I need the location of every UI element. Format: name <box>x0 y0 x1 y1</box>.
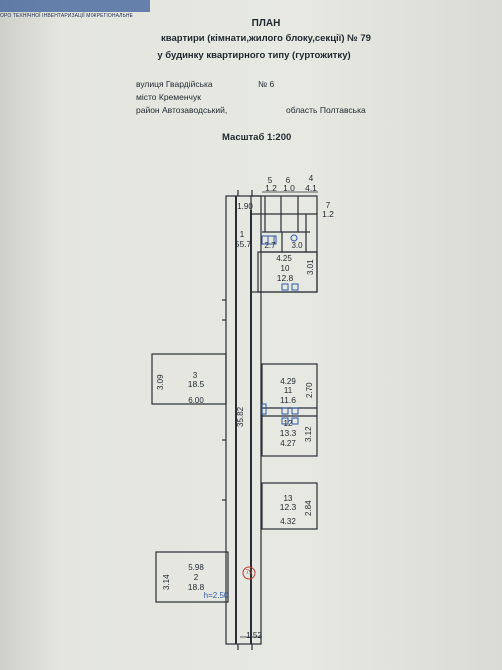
title-apartment: квартири (кімнати,жилого блоку,секції) №… <box>161 33 371 44</box>
corridor-bottom-width: 1.52 <box>246 631 262 640</box>
room-5-area: 1.2 <box>265 183 277 193</box>
room-10-outline <box>257 251 318 293</box>
room-3-width: 6.00 <box>188 396 204 405</box>
room-8-area: 2.7 <box>264 241 276 250</box>
room-10-height: 3.01 <box>306 259 315 275</box>
room-10-number: 10 <box>280 264 290 273</box>
room-7-area: 1.2 <box>322 209 334 219</box>
room-13-outline <box>261 482 318 530</box>
title-building-type: у будинку квартирного типу (гуртожитку) <box>157 50 351 61</box>
room-2-area: 18.8 <box>187 582 205 592</box>
bureau-header: ОРО ТЕХНІЧНОЇ ІНВЕНТАРИЗАЦІЇ МІЖРЕГІОНАЛ… <box>0 0 160 22</box>
room-10-width: 4.25 <box>276 254 292 263</box>
room-2-height: 3.14 <box>162 574 171 590</box>
room-4-area: 4.1 <box>305 183 317 193</box>
room-11-number: 11 <box>283 386 293 395</box>
room-5-number: 5 <box>267 176 273 185</box>
plan-scale: Масштаб 1:200 <box>222 132 292 143</box>
room-13-height: 2.84 <box>304 500 313 516</box>
room-6-area: 1.0 <box>283 183 295 193</box>
room-1-number: 1 <box>239 230 245 239</box>
apartment-stamp <box>242 566 256 580</box>
room-11-area: 11.6 <box>280 395 296 405</box>
room-13-number: 13 <box>283 494 293 503</box>
room-7-number: 7 <box>325 201 331 210</box>
room-12-width: 4.27 <box>280 439 296 448</box>
room-1-outline <box>225 195 262 645</box>
room-2-number: 2 <box>193 573 199 582</box>
address-district: район Автозаводський, <box>136 105 228 115</box>
title-plan: ПЛАН <box>251 18 281 29</box>
room-4-number: 4 <box>308 174 314 183</box>
address-street: вулиця Гвардійська <box>136 79 213 89</box>
room-3-number: 3 <box>192 371 198 380</box>
room-13-width: 4.32 <box>280 517 296 526</box>
address-oblast: область Полтавська <box>286 105 366 115</box>
room-3-outline <box>151 353 227 405</box>
room-12-height: 3.12 <box>304 426 313 442</box>
apartment-stamp-number: 79 <box>245 570 253 576</box>
room-13-area: 12.3 <box>279 502 297 512</box>
room-2-outline <box>155 551 229 603</box>
room-3-area: 18.5 <box>187 379 205 389</box>
address-city: місто Кременчук <box>136 92 201 102</box>
room-2-width: 5.98 <box>188 563 204 572</box>
room-3-height: 3.09 <box>156 374 165 390</box>
room-1-area: 55.7 <box>234 239 252 249</box>
address-house: № 6 <box>258 79 275 89</box>
bureau-logo-band <box>0 0 150 12</box>
room-6-number: 6 <box>285 176 291 185</box>
room-12-area: 13.3 <box>279 428 297 438</box>
corridor-top-width: 1.90 <box>237 202 253 211</box>
room-9-area: 3.0 <box>291 241 303 250</box>
room-11-height: 2.70 <box>305 382 314 398</box>
room-12-number: 12 <box>283 419 293 428</box>
ceiling-height: h=2.50 <box>203 591 229 600</box>
room-10-area: 12.8 <box>276 273 294 283</box>
bureau-name: ОРО ТЕХНІЧНОЇ ІНВЕНТАРИЗАЦІЇ МІЖРЕГІОНАЛ… <box>0 13 134 19</box>
room-11-width: 4.29 <box>280 377 296 386</box>
corridor-length: 35.82 <box>236 406 245 427</box>
